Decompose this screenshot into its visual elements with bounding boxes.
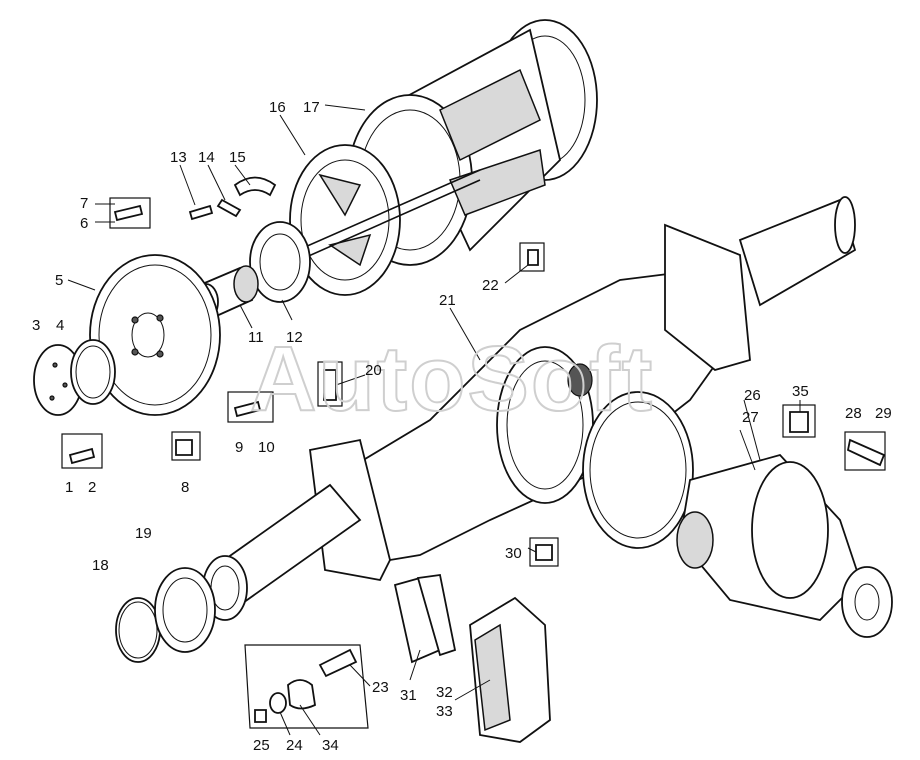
callout-35: 35: [792, 383, 809, 400]
brake-shoe-32-33: [469, 596, 551, 743]
callout-30: 30: [505, 545, 522, 562]
hub-drum-assembly: [229, 19, 598, 296]
callout-22: 22: [482, 277, 499, 294]
brake-pads-31: [393, 573, 457, 664]
callout-11: 11: [248, 329, 264, 346]
callout-28: 28: [845, 405, 862, 422]
callout-34: 34: [322, 737, 339, 754]
callout-19: 19: [135, 525, 152, 542]
callout-16: 16: [269, 99, 286, 116]
callout-14: 14: [198, 149, 215, 166]
callout-18: 18: [92, 557, 109, 574]
differential-27: [676, 453, 893, 638]
callout-9: 9: [235, 439, 243, 456]
callout-10: 10: [258, 439, 275, 456]
bearing-19: [154, 567, 216, 653]
gasket-26: [582, 391, 694, 549]
callout-29: 29: [875, 405, 892, 422]
callout-27: 27: [742, 409, 759, 426]
callout-20: 20: [365, 362, 382, 379]
callout-21: 21: [439, 292, 456, 309]
callout-13: 13: [170, 149, 187, 166]
callout-33: 33: [436, 703, 453, 720]
callout-6: 6: [80, 215, 88, 232]
ring-gear-12: [249, 221, 311, 303]
flange-plate-5: [89, 254, 221, 416]
callout-5: 5: [55, 272, 63, 289]
detail-box-fasteners: [244, 644, 369, 729]
callout-4: 4: [56, 317, 64, 334]
callout-24: 24: [286, 737, 303, 754]
watermark-text: AutoSoft: [250, 328, 654, 430]
callout-labels: 1 2 3 4 5 6 7 8 9 10 11 12 13 14 15 16 1…: [32, 99, 892, 754]
leader-lines: [67, 104, 801, 736]
callout-7: 7: [80, 195, 88, 212]
small-fasteners: [68, 176, 886, 561]
callout-17: 17: [303, 99, 320, 116]
callout-12: 12: [286, 329, 303, 346]
callout-23: 23: [372, 679, 389, 696]
callout-3: 3: [32, 317, 40, 334]
gasket-4: [70, 339, 116, 405]
callout-2: 2: [88, 479, 96, 496]
callout-8: 8: [181, 479, 189, 496]
callout-15: 15: [229, 149, 246, 166]
callout-32: 32: [436, 684, 453, 701]
callout-31: 31: [400, 687, 417, 704]
axle-housing-21: [202, 196, 857, 621]
callout-26: 26: [744, 387, 761, 404]
framing-boxes: [61, 197, 886, 567]
callout-1: 1: [65, 479, 73, 496]
seal-18: [115, 597, 161, 663]
callout-25: 25: [253, 737, 270, 754]
